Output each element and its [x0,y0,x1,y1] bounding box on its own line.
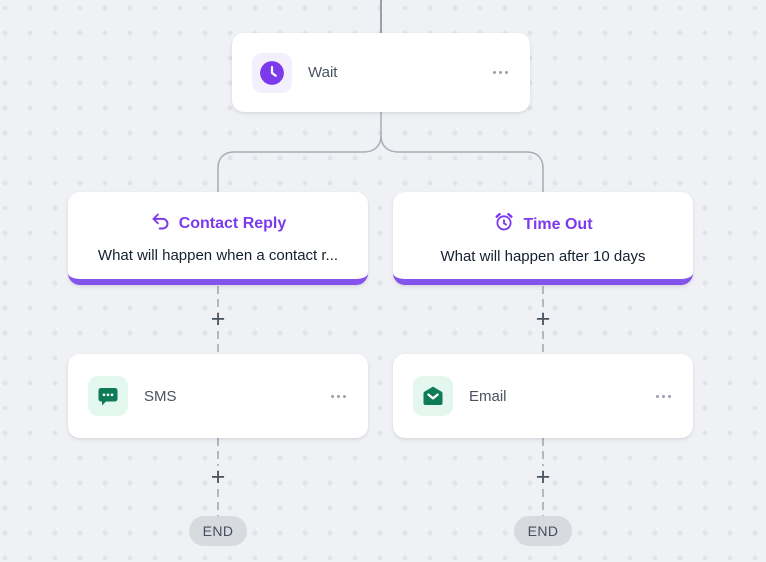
branch-title-row: Time Out [393,211,693,238]
node-email[interactable]: Email [393,354,693,438]
envelope-icon [413,376,453,416]
branch-description: What will happen after 10 days [440,248,646,265]
node-wait[interactable]: Wait [232,33,530,112]
add-step-button[interactable]: + [535,304,551,333]
node-wait-label: Wait [308,64,338,81]
alarm-clock-icon [493,211,515,238]
add-step-button[interactable]: + [210,462,226,491]
more-options-button[interactable] [654,389,673,404]
branch-description: What will happen when a contact r... [97,247,339,264]
chat-bubble-icon [88,376,128,416]
branch-title: Contact Reply [178,215,287,232]
reply-arrow-icon [150,211,171,237]
node-email-label: Email [469,387,507,405]
end-terminal: END [514,516,572,546]
node-sms-label: SMS [144,387,177,405]
branch-title: Time Out [523,215,593,233]
node-time-out[interactable]: Time Out What will happen after 10 days [393,192,693,285]
add-step-button[interactable]: + [535,462,551,491]
add-step-button[interactable]: + [210,304,226,333]
clock-icon [252,52,292,93]
node-contact-reply[interactable]: Contact Reply What will happen when a co… [68,192,368,285]
node-sms[interactable]: SMS [68,354,368,438]
more-options-button[interactable] [329,389,348,404]
more-options-button[interactable] [491,65,510,80]
branch-title-row: Contact Reply [68,211,368,237]
end-terminal: END [189,516,247,546]
